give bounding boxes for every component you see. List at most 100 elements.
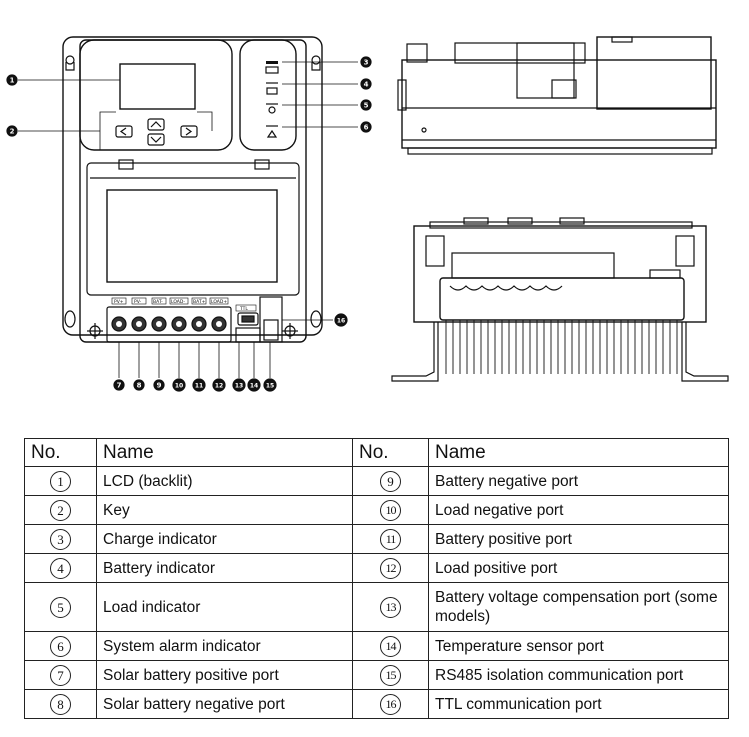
row-name: Solar battery positive port	[96, 660, 353, 690]
callout-badge	[232, 378, 246, 392]
row-number: 9	[380, 470, 401, 492]
key-right	[180, 125, 198, 138]
mounting-plate	[62, 36, 323, 336]
callout-16: 16	[337, 318, 345, 325]
table-row: 1 LCD (backlit) 9 Battery negative port	[24, 466, 729, 496]
callout-badge	[263, 378, 277, 392]
callout-badge	[334, 313, 348, 327]
mount-hole-top-left	[65, 55, 75, 65]
callout-13: 13	[235, 383, 243, 390]
row-name: Key	[96, 495, 353, 525]
terminal-cover	[86, 162, 300, 296]
row-name: Battery positive port	[428, 524, 729, 554]
callout-badge	[133, 379, 145, 391]
side-view	[397, 36, 717, 155]
callout-10: 10	[175, 383, 183, 390]
callout-1: 1	[10, 77, 15, 85]
terminal-label-bat-pos: BAT+	[193, 299, 206, 305]
row-number: 16	[380, 693, 401, 715]
key-up	[147, 118, 165, 131]
row-number: 15	[380, 664, 401, 686]
callout-badge	[247, 378, 261, 392]
row-name: Solar battery negative port	[96, 689, 353, 719]
callout-badge	[212, 378, 226, 392]
rs485-port	[259, 296, 283, 343]
mount-hole-bottom-left	[64, 310, 76, 328]
header-no-left: No.	[24, 438, 97, 467]
callouts: 1 2 3 4 5 6 16 7 8 9 10 11 12 1	[6, 56, 372, 392]
component-table: No. Name No. Name 1 LCD (backlit) 9 Batt…	[24, 438, 729, 719]
callout-badge	[360, 121, 372, 133]
callout-badge	[192, 378, 206, 392]
terminal-label-bat-neg: BAT-	[153, 299, 163, 305]
row-name: Load indicator	[96, 582, 353, 632]
row-name: Charge indicator	[96, 524, 353, 554]
row-name: LCD (backlit)	[96, 466, 353, 496]
row-name: TTL communication port	[428, 689, 729, 719]
callout-badge	[6, 125, 18, 137]
table-row: 3 Charge indicator 11 Battery positive p…	[24, 524, 729, 554]
front-view: PV+ PV- BAT- LOAD- BAT+ LOAD+ TTL	[6, 36, 372, 392]
row-number: 3	[50, 528, 71, 550]
row-name: System alarm indicator	[96, 631, 353, 661]
mount-hole-top-right	[311, 55, 321, 65]
terminal-label-ttl: TTL	[239, 306, 248, 312]
table-row: 6 System alarm indicator 14 Temperature …	[24, 631, 729, 661]
table-row: 7 Solar battery positive port 15 RS485 i…	[24, 660, 729, 690]
table-row: 2 Key 10 Load negative port	[24, 495, 729, 525]
terminal-label-pv-neg: PV-	[134, 299, 142, 305]
row-number: 1	[50, 470, 71, 492]
row-name: Battery negative port	[428, 466, 729, 496]
callout-badge	[360, 56, 372, 68]
callout-14: 14	[250, 383, 258, 390]
callout-6: 6	[364, 124, 369, 132]
ttl-port	[237, 312, 259, 326]
callout-2: 2	[10, 128, 15, 136]
terminal-label-load-pos: LOAD+	[211, 299, 227, 305]
callout-4: 4	[364, 81, 369, 89]
mount-hole-bottom-right	[310, 310, 322, 328]
table-row: 8 Solar battery negative port 16 TTL com…	[24, 689, 729, 719]
callout-5: 5	[364, 102, 369, 110]
row-name: Battery voltage compensation port (some …	[428, 582, 729, 632]
table-row: 5 Load indicator 13 Battery voltage comp…	[24, 582, 729, 632]
callout-3: 3	[364, 59, 369, 67]
row-number: 5	[50, 596, 71, 618]
row-number: 8	[50, 693, 71, 715]
terminal-label-load-neg: LOAD-	[171, 299, 185, 305]
callout-badge	[6, 74, 18, 86]
callout-15: 15	[266, 383, 274, 390]
row-number: 6	[50, 635, 71, 657]
terminal-window	[106, 189, 278, 283]
table-header: No. Name No. Name	[24, 438, 729, 467]
terminal-block	[106, 306, 232, 343]
callout-badge	[113, 379, 125, 391]
row-number: 7	[50, 664, 71, 686]
key-left	[115, 125, 133, 138]
terminal-label-pv-pos: PV+	[114, 299, 124, 305]
header-name-left: Name	[96, 438, 353, 467]
callout-badge	[360, 78, 372, 90]
terminal-screws	[111, 316, 227, 332]
row-name: Battery indicator	[96, 553, 353, 583]
row-name: Load positive port	[428, 553, 729, 583]
row-number: 12	[380, 557, 401, 579]
callout-7: 7	[117, 382, 122, 390]
callout-badge	[153, 379, 165, 391]
row-number: 13	[380, 596, 401, 618]
row-name: RS485 isolation communication port	[428, 660, 729, 690]
header-no-right: No.	[352, 438, 429, 467]
row-name: Load negative port	[428, 495, 729, 525]
heat-sink-fins	[445, 320, 678, 374]
header-name-right: Name	[428, 438, 729, 467]
row-number: 10	[380, 499, 401, 521]
indicator-panel	[239, 39, 297, 151]
row-number: 11	[380, 528, 401, 550]
callout-9: 9	[157, 382, 162, 390]
table-row: 4 Battery indicator 12 Load positive por…	[24, 553, 729, 583]
display-panel	[79, 39, 233, 151]
row-name: Temperature sensor port	[428, 631, 729, 661]
row-number: 4	[50, 557, 71, 579]
callout-12: 12	[215, 383, 223, 390]
callout-badge	[360, 99, 372, 111]
